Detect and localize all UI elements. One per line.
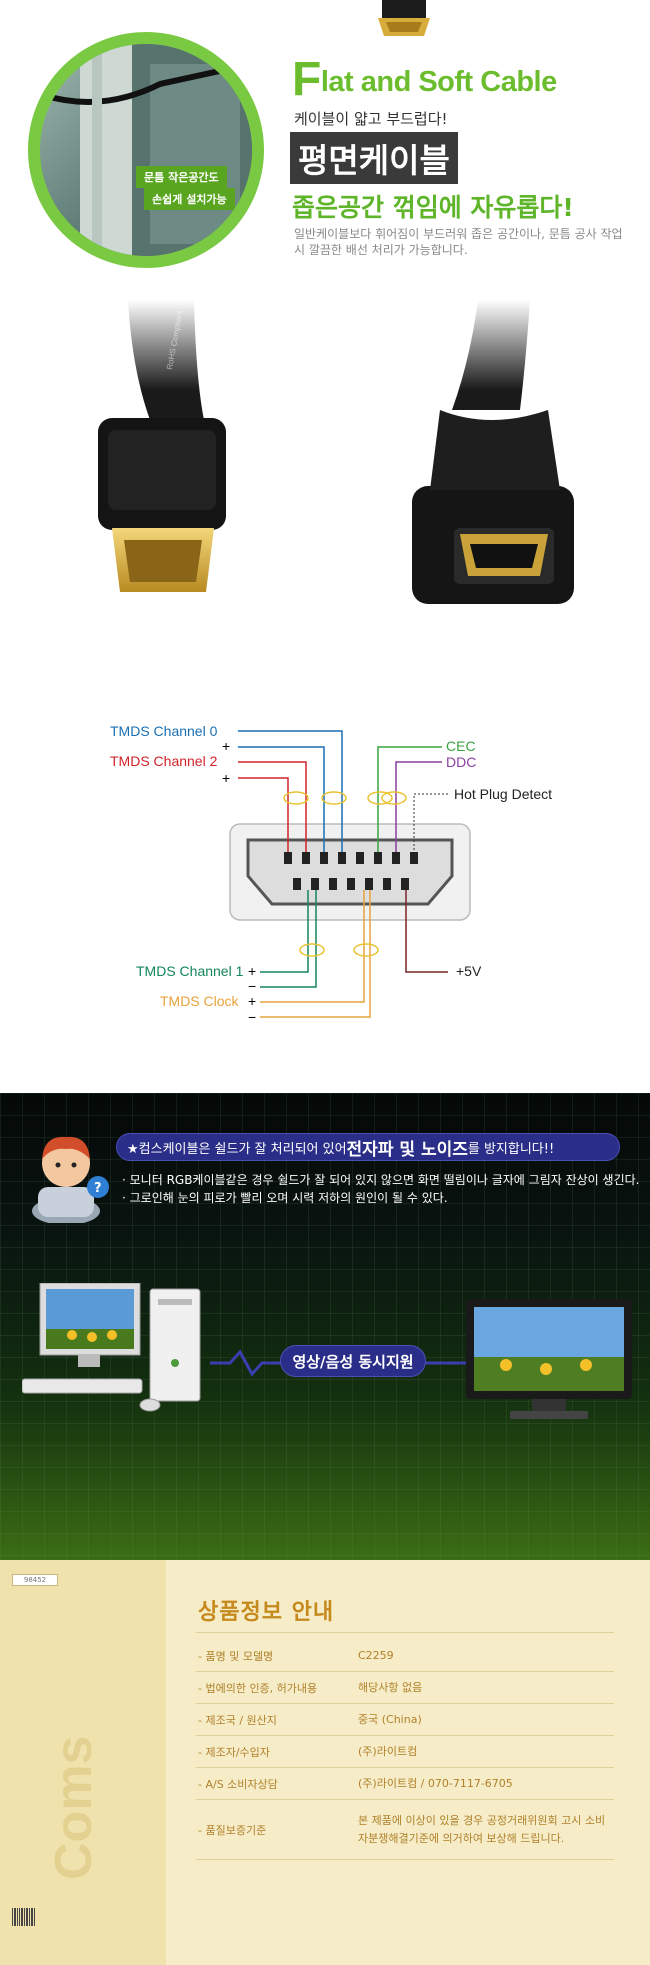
label-cec: CEC (446, 738, 476, 754)
install-photo: 문틈 작은공간도 손쉽게 설치가능 (40, 44, 252, 256)
subtitle: 케이블이 얇고 부드럽다! (294, 110, 448, 128)
tmds1-plus: + (248, 963, 257, 979)
label-tmds-clock: TMDS Clock (160, 993, 239, 1009)
info-row: - 제조자/수입자 (주)라이트컴 (196, 1736, 614, 1768)
notice-prefix: ★컴스케이블은 쉴드가 잘 처리되어 있어 (127, 1141, 347, 1157)
info-table: - 품명 및 모델명 C2259 - 법에의한 인증, 허가내용 해당사항 없음… (196, 1640, 614, 1860)
pinout-section: TMDS Channel 0 + TMDS Channel 2 + CEC DD… (0, 700, 650, 1060)
pinout-diagram (229, 730, 471, 1018)
label-ddc: DDC (446, 754, 477, 770)
label-tmds1: TMDS Channel 1 (136, 963, 244, 979)
title-first-letter: F (292, 53, 321, 106)
label-tmds2: TMDS Channel 2 (110, 753, 218, 769)
label-tmds0: TMDS Channel 0 (110, 723, 218, 739)
ring-label-2: 손쉽게 설치가능 (144, 188, 235, 210)
headline-green: 좁은공간 꺾임에 자유롭다! (292, 193, 574, 222)
tv-monitor-icon (466, 1299, 632, 1419)
info-row: - 제조국 / 원산지 중국 (China) (196, 1704, 614, 1736)
title-english: Flat and Soft Cable (292, 52, 557, 107)
desktop-pc-icon (22, 1283, 201, 1412)
product-code: 98452 (12, 1574, 58, 1586)
hdmi-connector-icon (378, 0, 430, 36)
info-divider (196, 1632, 614, 1633)
coms-logo: Coms (45, 1735, 103, 1880)
tmds0-plus: + (222, 738, 231, 754)
tmds1-minus: − (248, 978, 257, 994)
av-support-label: 영상/음성 동시지원 (280, 1345, 426, 1377)
bullet-2: · 그로인해 눈의 피로가 빨리 오며 시력 저하의 원인이 될 수 있다. (122, 1191, 448, 1205)
title-korean: 평면케이블 (290, 132, 458, 184)
info-row: - 품질보증기준 본 제품에 이상이 있을 경우 공정거래위원회 고시 소비자분… (196, 1800, 614, 1860)
tmds2-plus: + (222, 770, 231, 786)
info-title: 상품정보 안내 (198, 1600, 335, 1625)
info-row: - 법에의한 인증, 허가내용 해당사항 없음 (196, 1672, 614, 1704)
title-rest: lat and Soft Cable (320, 66, 557, 98)
label-5v: +5V (456, 963, 482, 979)
info-left-panel (0, 1560, 166, 1965)
notice-suffix: 를 방지합니다!! (467, 1141, 555, 1157)
hdmi-cables-illustration: RoHS Compliant (0, 300, 650, 660)
info-row: - A/S 소비자상담 (주)라이트컴 / 070-7117-6705 (196, 1768, 614, 1800)
info-right-panel (166, 1560, 650, 1965)
support-agent-icon: ? (32, 1136, 109, 1223)
svg-text:?: ? (94, 1181, 102, 1196)
description: 일반케이블보다 휘어짐이 부드러워 좁은 공간이나, 문틈 공사 작업시 깔끔한… (294, 227, 623, 257)
label-hot-plug: Hot Plug Detect (454, 786, 553, 802)
hero-section: 문틈 작은공간도 손쉽게 설치가능 Flat and Soft Cable 케이… (0, 0, 650, 270)
door-frame-icon (40, 44, 252, 256)
ring-label-1: 문틈 작은공간도 (136, 166, 227, 188)
barcode-icon (12, 1908, 35, 1926)
cable-photos-section: RoHS Compliant (0, 300, 650, 660)
product-info-section: 98452 Coms 상품정보 안내 - 품명 및 모델명 C2259 - 법에… (0, 1560, 650, 1965)
clock-minus: − (248, 1009, 257, 1025)
clock-plus: + (248, 993, 257, 1009)
notice-highlight: 전자파 및 노이즈 (346, 1139, 468, 1160)
info-row: - 품명 및 모델명 C2259 (196, 1640, 614, 1672)
bullet-1: · 모니터 RGB케이블같은 경우 쉴드가 잘 되어 있지 않으면 화면 떨림이… (122, 1173, 640, 1187)
